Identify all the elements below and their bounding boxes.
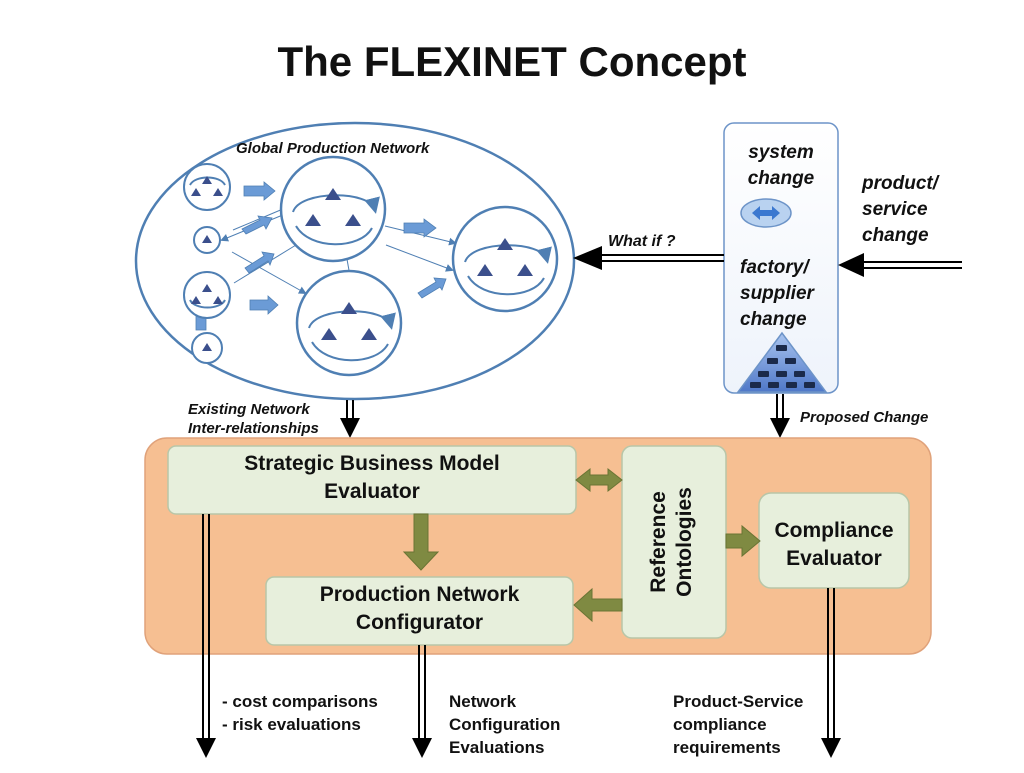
- configurator-line1: Production Network: [319, 583, 520, 606]
- network-evaluations-output: Network Configuration Evaluations: [449, 690, 560, 759]
- compliance-evaluator-line2: Evaluator: [786, 547, 882, 570]
- strategic-evaluator-label: Strategic Business Model Evaluator: [168, 450, 576, 506]
- factory-change-label: factory/ supplier change: [740, 255, 814, 333]
- strategic-evaluator-line2: Evaluator: [324, 480, 420, 503]
- page-title: The FLEXINET Concept: [277, 38, 747, 85]
- network-nodes-large: [279, 155, 559, 377]
- existing-network-label: Existing Network Inter-relationships: [188, 400, 319, 438]
- existing-network-arrow: [346, 400, 354, 420]
- compliance-requirements-line1: Product-Service: [673, 692, 804, 711]
- system-change-label: system change: [734, 140, 828, 192]
- product-change-arrow: [862, 261, 962, 269]
- cost-comparisons-text: - cost comparisons: [222, 692, 378, 711]
- change-panel: [723, 122, 839, 394]
- olive-arrows: [402, 467, 761, 623]
- product-change-label: product/ service change: [862, 171, 938, 249]
- product-change-line3: change: [862, 225, 929, 246]
- compliance-requirements-output: Product-Service compliance requirements: [673, 690, 803, 759]
- system-change-line2: change: [747, 168, 815, 189]
- cost-risk-output: - cost comparisons - risk evaluations: [222, 690, 378, 736]
- risk-evaluations-text: - risk evaluations: [222, 715, 361, 734]
- compliance-requirements-line2: compliance: [673, 715, 767, 734]
- compliance-evaluator-line1: Compliance: [774, 519, 894, 542]
- what-if-label: What if ?: [608, 233, 676, 250]
- network-evaluations-line3: Evaluations: [449, 738, 545, 757]
- ontologies-line2: Ontologies: [673, 487, 696, 597]
- ontologies-line1: Reference: [647, 491, 670, 593]
- ontologies-label: Reference Ontologies: [646, 472, 702, 612]
- strategic-evaluator-line1: Strategic Business Model: [244, 452, 500, 475]
- compliance-requirements-line3: requirements: [673, 738, 781, 757]
- network-evaluations-line2: Configuration: [449, 715, 561, 734]
- existing-network-line2: Inter-relationships: [188, 420, 319, 437]
- factory-pyramid-icon: [736, 331, 828, 393]
- existing-network-line1: Existing Network: [188, 401, 310, 418]
- factory-change-line3: change: [740, 309, 807, 330]
- triangle-clusters: [191, 176, 533, 351]
- network-evaluations-line1: Network: [449, 692, 517, 711]
- output-arrowheads: [196, 738, 841, 758]
- product-change-line1: product/: [862, 173, 938, 194]
- output-lines: [202, 514, 835, 740]
- configurator-line2: Configurator: [355, 611, 484, 634]
- what-if-arrow: [600, 254, 724, 262]
- global-network-label: Global Production Network: [236, 140, 430, 157]
- configurator-label: Production Network Configurator: [266, 581, 573, 637]
- network-nodes-small: [183, 163, 231, 364]
- compliance-evaluator-label: Compliance Evaluator: [759, 517, 909, 573]
- factory-change-line2: supplier: [740, 283, 814, 304]
- proposed-change-label: Proposed Change: [800, 409, 929, 426]
- proposed-change-arrow: [776, 394, 784, 420]
- system-change-line1: system: [748, 142, 814, 163]
- factory-change-line1: factory/: [740, 257, 809, 278]
- product-change-line2: service: [862, 199, 928, 220]
